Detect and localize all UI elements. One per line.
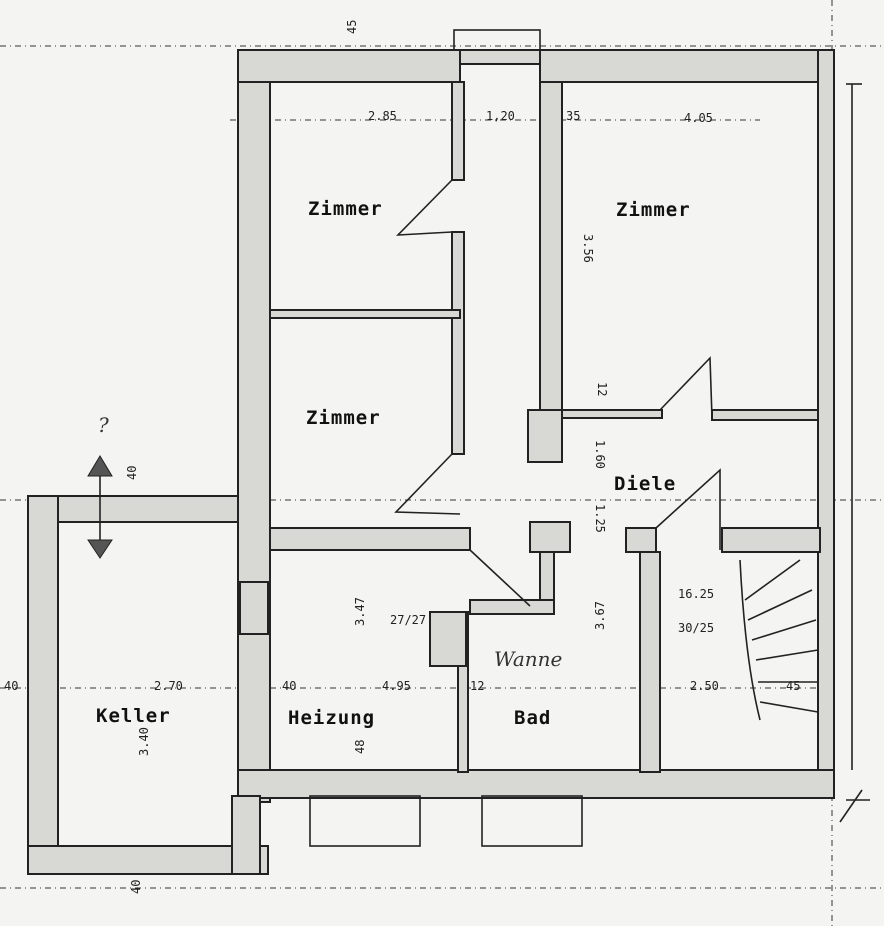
dim-label: 48 xyxy=(353,740,367,754)
dim-label: 1.60 xyxy=(593,440,607,469)
dim-label: 1,20 xyxy=(486,109,515,123)
room-bad: Bad xyxy=(514,707,551,729)
dim-label: 40 xyxy=(125,466,139,480)
arrow-icon xyxy=(87,455,113,559)
room-diele: Diele xyxy=(614,473,676,495)
staircase xyxy=(739,559,819,721)
dim-label: 2.50 xyxy=(690,679,719,693)
handwritten-note: Wanne xyxy=(494,647,562,671)
room-heizung: Heizung xyxy=(288,707,375,729)
dim-label: 3.47 xyxy=(353,597,367,626)
room-zimmer-top-right: Zimmer xyxy=(616,199,691,221)
room-keller: Keller xyxy=(96,705,171,727)
dim-label: 40 xyxy=(282,679,296,693)
dim-label: 3.40 xyxy=(137,727,151,756)
dim-label: 12 xyxy=(470,679,484,693)
dim-label: 1.25 xyxy=(593,504,607,533)
dim-label: 45 xyxy=(786,679,800,693)
dim-label: 40 xyxy=(129,880,143,894)
dim-label: 3.67 xyxy=(593,601,607,630)
right-bracket xyxy=(839,83,870,823)
dim-label: 4.95 xyxy=(382,679,411,693)
dim-label: 2.85 xyxy=(368,109,397,123)
dim-label: 3.56 xyxy=(581,234,595,263)
dim-label: 16.25 xyxy=(678,587,714,601)
dim-label: 45 xyxy=(345,20,359,34)
door-lines xyxy=(394,179,721,607)
room-zimmer-mid-left: Zimmer xyxy=(306,407,381,429)
dim-label: 2.70 xyxy=(154,679,183,693)
dim-label: 40 xyxy=(4,679,18,693)
dim-label: 12 xyxy=(595,382,609,396)
question-mark: ? xyxy=(98,413,109,437)
room-zimmer-top-left: Zimmer xyxy=(308,198,383,220)
dim-label: 27/27 xyxy=(390,613,426,627)
walls xyxy=(27,29,835,875)
dim-label: 4.05 xyxy=(684,111,713,125)
dim-label: 30/25 xyxy=(678,621,714,635)
dim-label: 35 xyxy=(566,109,580,123)
